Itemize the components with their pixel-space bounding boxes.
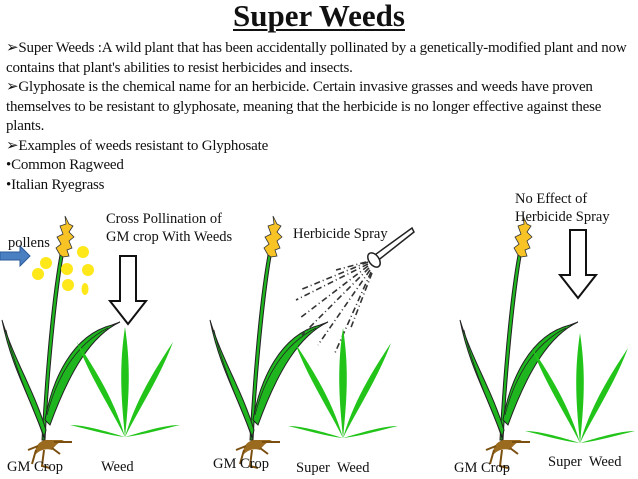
- gm-crop-plant-3: [459, 215, 579, 469]
- bullet-glyphosate: ➢Glyphosate is the chemical name for an …: [6, 79, 602, 134]
- arrow-bullet-icon: ➢: [6, 40, 19, 56]
- no-effect-label-1: No Effect of: [515, 191, 588, 207]
- down-arrow-icon: [109, 255, 147, 325]
- sprayer-nozzle-icon: [367, 226, 415, 268]
- dot-bullet-icon: •: [6, 157, 12, 173]
- gm-crop-label: GM Crop: [213, 456, 269, 472]
- dot-bullet-icon: •: [6, 176, 12, 193]
- cross-pollination-label-1: Cross Pollination of: [106, 211, 223, 227]
- bullet-examples: ➢Examples of weeds resistant to Glyphosa…: [6, 137, 269, 154]
- page-title: Super Weeds: [233, 0, 405, 33]
- arrow-bullet-icon: ➢: [6, 79, 19, 95]
- pollen-grains-icon: [32, 246, 94, 295]
- pollens-label: pollens: [8, 235, 50, 251]
- gm-crop-label: GM Crop: [454, 460, 510, 476]
- spray-droplets-icon: [295, 261, 373, 356]
- arrow-bullet-icon: ➢: [6, 137, 19, 154]
- definition-text: ➢Super Weeds :A wild plant that has been…: [6, 39, 636, 195]
- example-item: •Italian Ryegrass: [6, 176, 105, 193]
- super-weed-plant-1: [288, 328, 398, 438]
- pollen-arrow-icon: [0, 244, 31, 268]
- herbicide-spray-label: Herbicide Spray: [293, 226, 388, 242]
- example-item: •Common Ragweed: [6, 157, 124, 173]
- super-weed-label: Super Weed: [296, 460, 370, 476]
- down-arrow-icon: [559, 229, 597, 299]
- gm-crop-label: GM Crop: [7, 459, 63, 475]
- no-effect-label-2: Herbicide Spray: [515, 209, 610, 225]
- weed-label: Weed: [101, 459, 134, 475]
- super-weed-label: Super Weed: [548, 454, 622, 470]
- cross-pollination-label-2: GM crop With Weeds: [106, 229, 233, 245]
- bullet-definition: ➢Super Weeds :A wild plant that has been…: [6, 40, 627, 76]
